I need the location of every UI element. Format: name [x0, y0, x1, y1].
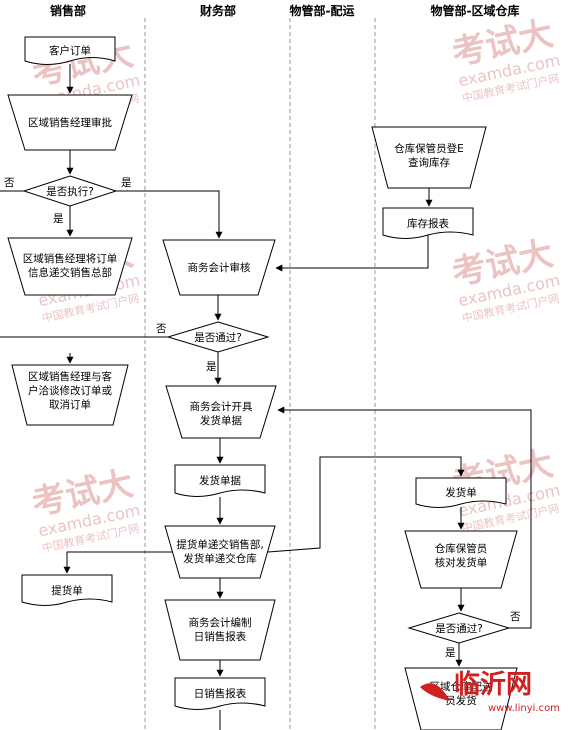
label-yes-down: 是 [53, 213, 64, 225]
label-no-execute: 否 [4, 177, 15, 189]
svg-text:区域销售经理将订单: 区域销售经理将订单 [23, 252, 118, 265]
node-stock-report: 库存报表 [382, 207, 474, 239]
svg-text:是否通过?: 是否通过? [194, 331, 242, 344]
svg-text:户洽谈修改订单或: 户洽谈修改订单或 [28, 384, 112, 397]
node-daily-report-make: 商务会计编制 日销售报表 [164, 599, 276, 661]
node-submit-docs: 提货单递交销售部, 发货单递交仓库 [164, 525, 276, 579]
node-customer-order: 客户订单 [24, 36, 116, 65]
node-issue-invoice: 商务会计开具 发货单据 [165, 385, 277, 439]
svg-text:日销售报表: 日销售报表 [194, 630, 247, 643]
label-yes-execute: 是 [121, 177, 132, 189]
svg-text:区域销售经理审批: 区域销售经理审批 [28, 116, 112, 129]
edge-labels: 否 是 是 否 是 否 是 [4, 177, 521, 659]
svg-text:信息递交销售总部: 信息递交销售总部 [28, 266, 112, 279]
logo-url: www.linyi.com [488, 703, 560, 714]
svg-text:发货单据: 发货单据 [200, 414, 242, 427]
svg-text:商务会计审核: 商务会计审核 [188, 261, 251, 274]
svg-text:提货单递交销售部,: 提货单递交销售部, [176, 538, 263, 551]
node-keeper-check: 仓库保管员 核对发货单 [404, 530, 518, 589]
lane-header-finance: 财务部 [199, 3, 236, 18]
svg-text:查询库存: 查询库存 [408, 156, 450, 169]
node-approved-decision-2: 是否通过? [407, 612, 511, 644]
connectors [0, 64, 532, 730]
nodes: 客户订单 区域销售经理审批 是否执行? 区域销售经理将订单 信息递交销售总部 区… [7, 36, 518, 730]
node-regional-approval: 区域销售经理审批 [7, 94, 133, 151]
svg-text:日销售报表: 日销售报表 [194, 687, 247, 700]
label-yes-approved1: 是 [206, 361, 217, 373]
label-yes-approved2: 是 [445, 647, 456, 659]
label-no-approved1: 否 [156, 323, 167, 335]
svg-text:仓库保管员: 仓库保管员 [435, 542, 488, 555]
node-invoice-doc: 发货单据 [174, 464, 266, 497]
site-logo: 临沂网 www.linyi.com [420, 669, 560, 714]
svg-text:商务会计开具: 商务会计开具 [190, 400, 253, 413]
svg-text:员发货: 员发货 [445, 694, 477, 707]
svg-text:提货单: 提货单 [51, 584, 83, 597]
svg-text:区域仓库配送: 区域仓库配送 [430, 680, 493, 693]
svg-text:核对发货单: 核对发货单 [435, 556, 488, 569]
node-daily-report: 日销售报表 [174, 677, 266, 710]
svg-text:库存报表: 库存报表 [407, 217, 449, 230]
node-execute-decision: 是否执行? [22, 175, 118, 207]
lane-header-logistics-delivery: 物管部-配运 [290, 3, 355, 18]
svg-text:商务会计编制: 商务会计编制 [189, 616, 252, 629]
svg-text:是否通过?: 是否通过? [435, 622, 483, 635]
svg-text:发货单据: 发货单据 [199, 474, 241, 487]
label-no-approved2: 否 [510, 611, 521, 623]
logo-name: 临沂网 [454, 669, 532, 700]
node-keeper-login: 仓库保管员登E 查询库存 [371, 126, 487, 189]
node-accountant-review: 商务会计审核 [162, 239, 276, 296]
svg-text:客户订单: 客户订单 [49, 44, 91, 57]
svg-text:是否执行?: 是否执行? [46, 185, 94, 198]
node-warehouse-dispatch: 区域仓库配送 员发货 [404, 667, 518, 730]
node-send-to-hq: 区域销售经理将订单 信息递交销售总部 [7, 237, 133, 296]
svg-text:区域销售经理与客: 区域销售经理与客 [28, 370, 112, 383]
node-bill-of-lading: 提货单 [21, 574, 113, 606]
node-negotiate: 区域销售经理与客 户洽谈修改订单或 取消订单 [11, 364, 129, 426]
lane-header-logistics-warehouse: 物管部-区域仓库 [431, 3, 520, 18]
svg-text:取消订单: 取消订单 [49, 398, 91, 411]
node-approved-decision-1: 是否通过? [166, 321, 270, 353]
lane-headers: 销售部 财务部 物管部-配运 物管部-区域仓库 [50, 3, 520, 18]
svg-text:发货单: 发货单 [445, 486, 477, 499]
svg-text:发货单递交仓库: 发货单递交仓库 [183, 552, 257, 565]
svg-text:仓库保管员登E: 仓库保管员登E [394, 142, 464, 155]
logo-swoosh-icon [420, 683, 450, 701]
node-shipping-note: 发货单 [415, 477, 507, 508]
lane-header-sales: 销售部 [50, 3, 86, 18]
